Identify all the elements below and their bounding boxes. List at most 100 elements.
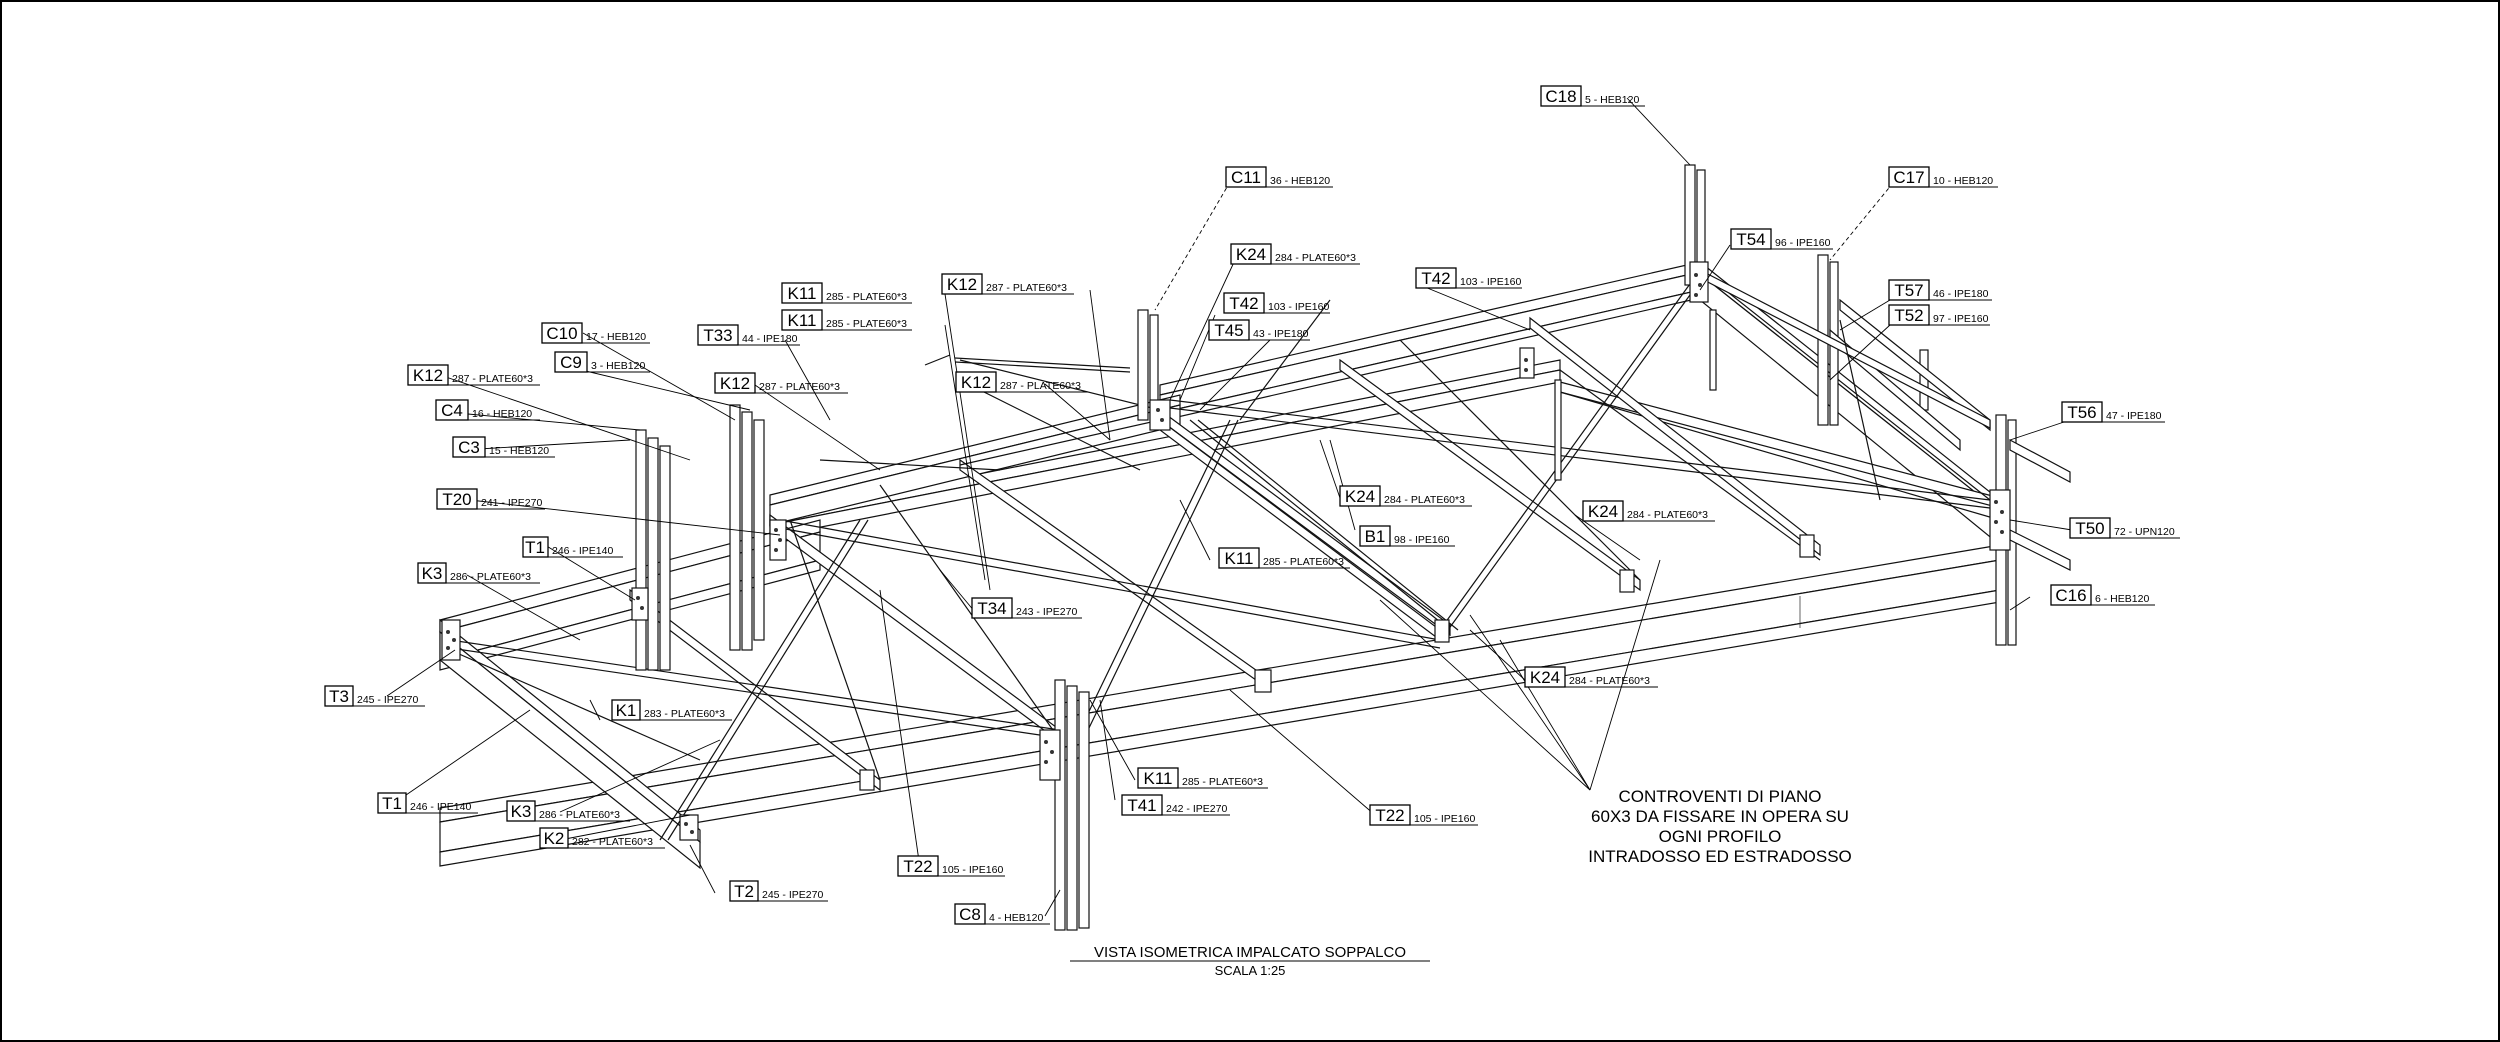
label-code: T33: [703, 326, 732, 345]
label-tag: C8 4 - HEB120: [954, 903, 1050, 925]
label-desc: 5 - HEB120: [1585, 94, 1639, 106]
label-code: K11: [1144, 769, 1173, 788]
label-desc: 103 - IPE160: [1460, 276, 1521, 288]
label-code: K24: [1236, 245, 1266, 264]
label-desc: 284 - PLATE60*3: [1569, 675, 1650, 687]
member-labels: C18 5 - HEB120 C11 36 - HEB120 C17 10 - …: [324, 85, 2180, 925]
label-tag: C18 5 - HEB120: [1540, 85, 1645, 107]
label-desc: 285 - PLATE60*3: [826, 291, 907, 303]
label-tag: T41 242 - IPE270: [1121, 794, 1230, 816]
label-code: K2: [544, 829, 565, 848]
label-code: T52: [1894, 306, 1923, 325]
label-tag: B1 98 - IPE160: [1359, 525, 1455, 547]
label-code: C18: [1545, 87, 1576, 106]
label-code: T1: [525, 538, 545, 557]
label-desc: 6 - HEB120: [2095, 593, 2149, 605]
label-code: C16: [2055, 586, 2086, 605]
label-tag: C11 36 - HEB120: [1225, 166, 1333, 188]
label-tag: T20 241 - IPE270: [436, 488, 545, 510]
label-tag: K12 287 - PLATE60*3: [407, 364, 540, 386]
label-desc: 3 - HEB120: [591, 360, 645, 372]
label-code: C9: [560, 353, 582, 372]
label-code: K12: [961, 373, 991, 392]
label-code: C4: [441, 401, 463, 420]
label-code: T54: [1736, 230, 1765, 249]
label-desc: 105 - IPE160: [1414, 813, 1475, 825]
label-code: T20: [442, 490, 471, 509]
label-code: C8: [959, 905, 981, 924]
leader-lines: [386, 97, 2073, 917]
label-tag: T1 246 - IPE140: [377, 792, 478, 814]
label-code: T45: [1214, 321, 1243, 340]
label-tag: T52 97 - IPE160: [1888, 304, 1990, 326]
label-desc: 286 - PLATE60*3: [539, 809, 620, 821]
label-desc: 98 - IPE160: [1394, 534, 1450, 546]
label-code: K24: [1345, 487, 1375, 506]
label-tag: C9 3 - HEB120: [554, 351, 650, 373]
label-code: T34: [977, 599, 1006, 618]
note-line-2: 60X3 DA FISSARE IN OPERA SU: [1591, 807, 1849, 826]
label-desc: 36 - HEB120: [1270, 175, 1330, 187]
label-desc: 287 - PLATE60*3: [986, 282, 1067, 294]
label-tag: T42 103 - IPE160: [1223, 292, 1330, 314]
label-desc: 17 - HEB120: [586, 331, 646, 343]
label-desc: 285 - PLATE60*3: [1263, 556, 1344, 568]
drawing-scale: SCALA 1:25: [1215, 963, 1286, 978]
k12-top-plate: [954, 357, 1131, 369]
label-tag: K12 287 - PLATE60*3: [714, 372, 848, 394]
label-tag: K3 286 - PLATE60*3: [506, 800, 630, 822]
cross-beams: [959, 316, 1821, 692]
label-tag: T34 243 - IPE270: [971, 597, 1082, 619]
label-desc: 284 - PLATE60*3: [1275, 252, 1356, 264]
label-code: T41: [1127, 796, 1156, 815]
label-code: K12: [947, 275, 977, 294]
label-desc: 285 - PLATE60*3: [1182, 776, 1263, 788]
label-tag: K11 285 - PLATE60*3: [781, 282, 912, 304]
label-code: K12: [413, 366, 443, 385]
label-desc: 43 - IPE180: [1253, 328, 1309, 340]
label-desc: 283 - PLATE60*3: [644, 708, 725, 720]
label-tag: T42 103 - IPE160: [1415, 267, 1522, 289]
label-code: T56: [2067, 403, 2096, 422]
label-tag: K12 287 - PLATE60*3: [941, 273, 1074, 295]
label-desc: 241 - IPE270: [481, 497, 542, 509]
label-code: C17: [1893, 168, 1924, 187]
label-code: T42: [1421, 269, 1450, 288]
drawing-title-block: VISTA ISOMETRICA IMPALCATO SOPPALCO SCAL…: [1070, 944, 1430, 978]
label-desc: 285 - PLATE60*3: [826, 318, 907, 330]
label-code: K3: [422, 564, 443, 583]
label-desc: 97 - IPE160: [1933, 313, 1989, 325]
label-code: T2: [734, 882, 754, 901]
label-tag: T2 245 - IPE270: [729, 880, 828, 902]
label-code: T57: [1894, 281, 1923, 300]
label-tag: C10 17 - HEB120: [541, 322, 650, 344]
bolts: [446, 273, 2004, 834]
label-desc: 245 - IPE270: [357, 694, 418, 706]
label-tag: T22 105 - IPE160: [897, 855, 1005, 877]
label-tag: T3 245 - IPE270: [324, 685, 425, 707]
label-desc: 287 - PLATE60*3: [452, 373, 533, 385]
label-desc: 284 - PLATE60*3: [1384, 494, 1465, 506]
label-tag: K24 284 - PLATE60*3: [1230, 243, 1360, 265]
diagonal-bracing: [449, 269, 1991, 841]
label-code: K24: [1530, 668, 1560, 687]
label-code: K1: [616, 701, 637, 720]
label-code: T22: [903, 857, 932, 876]
label-code: T50: [2075, 519, 2104, 538]
label-tag: K11 285 - PLATE60*3: [1137, 767, 1268, 789]
label-tag: T57 46 - IPE180: [1888, 279, 1992, 301]
label-tag: T50 72 - UPN120: [2069, 517, 2180, 539]
label-desc: 103 - IPE160: [1268, 301, 1329, 313]
label-code: C10: [546, 324, 577, 343]
label-desc: 15 - HEB120: [489, 445, 549, 457]
label-desc: 47 - IPE180: [2106, 410, 2162, 422]
label-tag: C17 10 - HEB120: [1888, 166, 1998, 188]
label-tag: C16 6 - HEB120: [2050, 584, 2155, 606]
note-line-3: OGNI PROFILO: [1659, 827, 1782, 846]
label-tag: K12 287 - PLATE60*3: [955, 371, 1088, 393]
label-code: K24: [1588, 502, 1618, 521]
note-line-4: INTRADOSSO ED ESTRADOSSO: [1588, 847, 1852, 866]
label-desc: 105 - IPE160: [942, 864, 1003, 876]
label-tag: K24 284 - PLATE60*3: [1582, 500, 1715, 522]
